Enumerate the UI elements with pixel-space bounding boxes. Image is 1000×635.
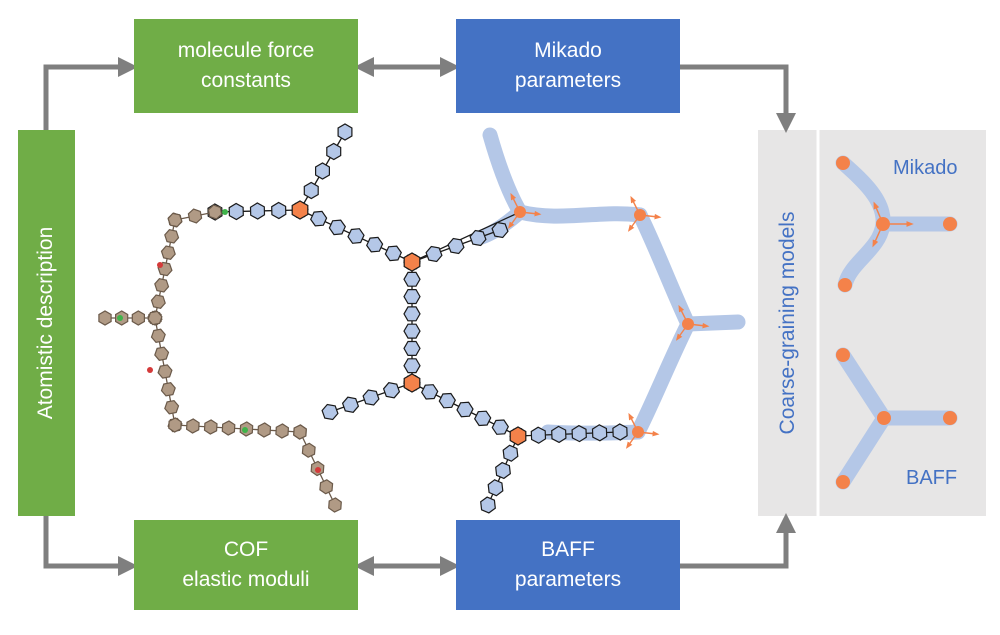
coarse-grained-network [470,127,746,441]
molecule-force-constants-box: molecule force constants [134,19,358,113]
atomistic-description-bar [18,130,75,516]
connector-arrows [43,57,796,576]
baff-model-diagram [835,347,958,490]
baff-parameters-box: BAFF parameters [456,520,680,610]
mikado-parameters-box: Mikado parameters [456,19,680,113]
arrow-atomistic-to-force-constants [43,57,138,130]
mikado-model-diagram [835,155,958,293]
arrow-baff-to-models [680,513,796,569]
coarse-graining-models-title: Coarse-graining models [776,211,799,435]
baff-node-center [877,411,891,425]
arrow-mikado-to-models [680,64,796,133]
cof-elastic-moduli-box: COF elastic moduli [134,520,358,610]
baff-node-right [943,411,957,425]
cg-overlay-nodes [507,192,710,449]
arrow-atomistic-to-elastic-moduli [43,516,138,576]
atomistic-description-label: Atomistic description [34,226,57,420]
baff-node-bottom [836,475,850,489]
mikado-node-top [836,156,850,170]
mikado-node-bottom [838,278,852,292]
mikado-model-label: Mikado [893,157,958,179]
mikado-node-right [943,217,957,231]
cof-molecular-structure [98,123,628,514]
baff-node-top [836,348,850,362]
baff-model-label: BAFF [906,467,958,489]
